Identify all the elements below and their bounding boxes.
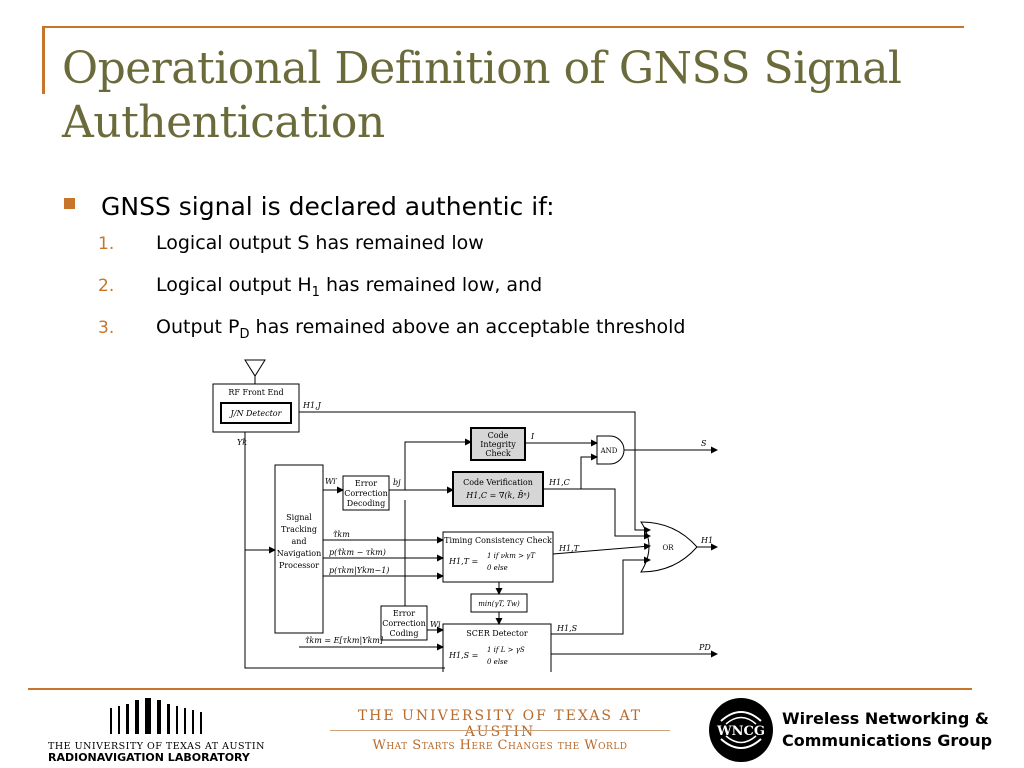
signal-tracking-label: Processor [279,561,319,570]
p-diff-label: p(τ̂km − τkm) [329,548,386,557]
timing-check-box [442,531,554,583]
pd-label: PD [698,643,711,652]
authentication-block-diagram: RF Front End J/N Detector H1,J Yk Signal… [212,359,718,672]
and-gate [596,435,625,465]
min-box-label: min(γT, Tw) [478,600,520,608]
h1j-label: H1,J [302,401,322,410]
condition-number: 1. [98,234,115,254]
signal-tracking-label: Signal [286,513,312,522]
rf-front-end-box [212,383,300,433]
h1s-case: 0 else [487,658,508,666]
i-label: I [530,432,535,441]
decoding-label: Correction [344,489,388,498]
rnl-university-text: THE UNIVERSITY OF TEXAS AT AUSTIN [48,741,265,752]
jn-detector-box [220,402,292,424]
coding-label: Correction [382,619,426,628]
condition-text: Logical output H1 has remained low, and [156,274,543,300]
coding-label: Error [393,609,415,618]
signal-tracking-label: Tracking [281,525,317,534]
code-integrity-label: Code [488,431,509,440]
frame-top-rule [42,26,964,28]
yk-label: Yk [237,438,247,447]
condition-text: Logical output S has remained low [156,232,484,254]
h1s-label: H1,S [556,624,578,633]
signal-tracking-label: and [291,537,306,546]
wncg-mark: WNCG [716,724,765,739]
decoding-label: Decoding [347,499,385,508]
condition-list: 1. Logical output S has remained low 2. … [62,232,962,358]
decoding-label: Error [355,479,377,488]
square-bullet-icon [64,197,75,209]
signal-tracking-box [274,464,324,634]
h1c-formula: H1,C = ∇(k, B̄ⁿ) [465,491,529,500]
h1t-case: 0 else [487,564,508,572]
condition-item: 2. Logical output H1 has remained low, a… [62,274,962,316]
scer-detector-label: SCER Detector [466,629,528,638]
condition-number: 3. [98,318,115,338]
timing-check-label: Timing Consistency Check [444,536,552,545]
radionavigation-lab-logo: THE UNIVERSITY OF TEXAS AT AUSTIN RADION… [48,698,265,764]
bullet-list: GNSS signal is declared authentic if: 1.… [62,186,962,358]
slide-title: Operational Definition of GNSS Signal Au… [62,43,902,148]
wncg-logo: WNCG [709,698,773,762]
condition-item: 3. Output PD has remained above an accep… [62,316,962,358]
wncg-line: Wireless Networking & [782,709,989,728]
h1s-formula: H1,S = [448,651,478,660]
or-gate [640,521,698,573]
bj-label: bj [393,478,401,487]
code-integrity-label: Integrity [480,440,516,449]
wncg-group-name: Wireless Networking & Communications Gro… [782,708,992,752]
rnl-lab-text: RADIONAVIGATION LABORATORY [48,751,251,764]
ut-motto: What Starts Here Changes the World [372,738,628,753]
footer-rule [28,688,972,690]
h1s-case: 1 if L > γS [487,646,525,654]
coding-label: Coding [390,629,419,638]
wi-prime-label: Wi′ [325,477,338,486]
wi-label: Wi [430,620,441,629]
frame-left-rule [42,26,45,94]
main-bullet-text: GNSS signal is declared authentic if: [101,191,555,221]
or-gate-label: OR [662,544,674,552]
error-correction-decoding-box [342,475,390,511]
main-bullet: GNSS signal is declared authentic if: [62,186,962,226]
condition-text: Output PD has remained above an acceptab… [156,316,686,342]
p-cond-label: p(τkm|Ykm−1) [329,566,389,575]
code-integrity-label: Check [485,449,510,458]
and-gate-label: AND [600,447,618,455]
code-verification-box [452,471,544,507]
code-verification-label: Code Verification [463,478,533,487]
condition-number: 2. [98,276,115,296]
ut-rule [330,730,670,731]
tau-hat-expect-label: τ̂km = E[τkm|Ykm] [305,636,384,645]
signal-tracking-label: Navigation [277,549,321,558]
code-integrity-box [470,427,526,461]
antenna-icon [244,359,266,377]
h1-label: H1 [700,536,713,545]
tau-hat-label: τ̂km [333,530,350,539]
h1t-label: H1,T [558,544,580,553]
wncg-line: Communications Group [782,731,993,750]
h1c-label: H1,C [548,478,570,487]
h1t-formula: H1,T = [448,557,478,566]
ut-austin-text: THE UNIVERSITY OF TEXAS AT AUSTIN [357,708,643,740]
error-correction-coding-box [380,605,428,641]
condition-item: 1. Logical output S has remained low [62,232,962,274]
s-label: S [701,439,707,448]
rf-front-end-label: RF Front End [228,388,283,397]
jn-detector-label: J/N Detector [229,409,283,418]
h1t-case: 1 if νkm > γT [487,552,536,560]
